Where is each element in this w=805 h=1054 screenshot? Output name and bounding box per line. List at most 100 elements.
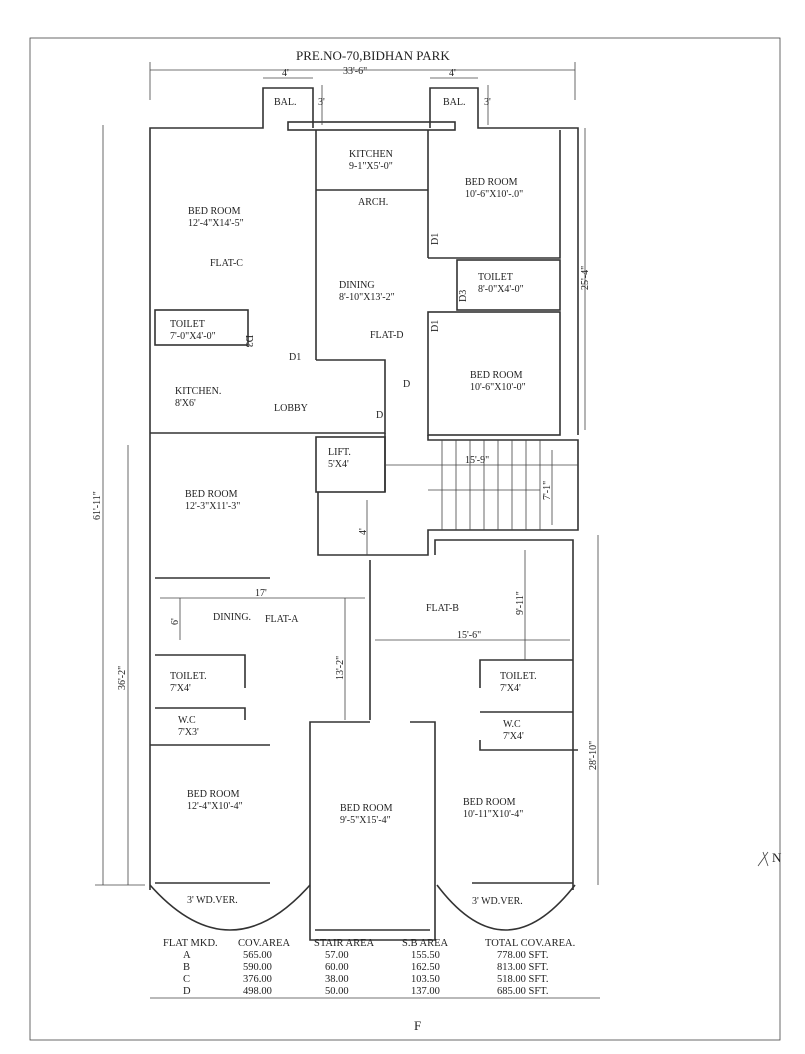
rooms-a-toilet-1-label: 7'X4' xyxy=(170,683,191,694)
rooms-d-bed2-1-label: 10'-6"X10'-0" xyxy=(470,382,526,393)
table-row: C 376.00 38.00 103.50 518.00 SFT. xyxy=(183,974,548,985)
table-row: D 498.00 50.00 137.00 685.00 SFT. xyxy=(183,986,548,997)
doors-d1-label: D1 xyxy=(430,233,441,245)
doors-d1-label: D1 xyxy=(289,352,301,363)
rooms-a-bed1-0-label: BED ROOM xyxy=(185,489,238,500)
rooms-b-toilet-0-label: TOILET. xyxy=(500,671,537,682)
dimension-lines xyxy=(95,62,599,886)
table-headers-1-label: COV.AREA xyxy=(238,938,290,949)
dim-bal-right: 4' xyxy=(449,68,456,79)
table-header: FLAT MKD. COV.AREA STAIR AREA S.B AREA T… xyxy=(163,938,575,949)
table-rows-2-1-label: 376.00 xyxy=(243,974,272,985)
doors-d-label: D xyxy=(403,379,410,390)
dim-stair-w: 7'-1" xyxy=(542,481,553,500)
dim-flat-a: 17' xyxy=(255,588,267,599)
rooms-d-bed2-0-label: BED ROOM xyxy=(470,370,523,381)
table-rows-1-3-label: 162.50 xyxy=(411,962,440,973)
rooms-b-wc-0-label: W.C xyxy=(503,719,521,730)
rooms-mid-bed-0-label: BED ROOM xyxy=(340,803,393,814)
rooms-a-ver-label: 3' WD.VER. xyxy=(187,895,238,906)
door-labels: D1 D1 D1 D3 D3 D D xyxy=(243,233,469,421)
dim-13: 13'-2" xyxy=(335,656,346,680)
rooms-a-bed1-1-label: 12'-3"X11'-3" xyxy=(185,501,240,512)
table-headers-0-label: FLAT MKD. xyxy=(163,938,218,949)
dim-passage: 4' xyxy=(358,528,369,535)
table-rows-3-3-label: 137.00 xyxy=(411,986,440,997)
dim-flat-b-h: 9'-11" xyxy=(515,591,526,615)
plan-title: PRE.NO-70,BIDHAN PARK xyxy=(296,48,450,63)
rooms-c-toilet-0-label: TOILET xyxy=(170,319,205,330)
rooms-d-dining-1-label: 8'-10"X13'-2" xyxy=(339,292,395,303)
rooms-a-bed2-0-label: BED ROOM xyxy=(187,789,240,800)
dim-right-upper: 25'-4" xyxy=(580,266,591,290)
rooms-bal-c-label: BAL. xyxy=(274,97,297,108)
dim-bal-depth-right: 3' xyxy=(484,97,491,108)
sheet-border xyxy=(29,37,781,1041)
rooms-c-kitchen-0-label: KITCHEN. xyxy=(175,386,221,397)
rooms-a-toilet-0-label: TOILET. xyxy=(170,671,207,682)
rooms-d-kitchen-1-label: 9-1"X5'-0" xyxy=(349,161,393,172)
rooms-c-bed-1-label: 12'-4"X14'-5" xyxy=(188,218,244,229)
handwritten-mark: F xyxy=(414,1018,421,1033)
rooms-d-flat-label: FLAT-D xyxy=(370,330,404,341)
rooms-a-wc-1-label: 7'X3' xyxy=(178,727,199,738)
table-rows-3-2-label: 50.00 xyxy=(325,986,349,997)
dim-stair: 15'-9" xyxy=(465,455,489,466)
rooms-c-kitchen-1-label: 8'X6' xyxy=(175,398,196,409)
table-rows-2-3-label: 103.50 xyxy=(411,974,440,985)
rooms-d-bed1-0-label: BED ROOM xyxy=(465,177,518,188)
rooms-mid-bed-1-label: 9'-5"X15'-4" xyxy=(340,815,391,826)
rooms-d-toilet-0-label: TOILET xyxy=(478,272,513,283)
north-arrow-label: N xyxy=(772,850,782,865)
table-headers-3-label: S.B AREA xyxy=(402,938,449,949)
rooms-a-flat-label: FLAT-A xyxy=(265,614,299,625)
walls xyxy=(149,87,579,941)
table-rows-1-4-label: 813.00 SFT. xyxy=(497,962,548,973)
table-rows-3-1-label: 498.00 xyxy=(243,986,272,997)
table-rows-0-2-label: 57.00 xyxy=(325,950,349,961)
doors-d-label: D xyxy=(376,410,383,421)
table-rows-0-0-label: A xyxy=(183,950,191,961)
rooms-d-bed1-1-label: 10'-6"X10'-.0" xyxy=(465,189,523,200)
north-arrow-icon xyxy=(757,851,769,867)
table-headers-2-label: STAIR AREA xyxy=(314,938,375,949)
rooms-a-dining-label: DINING. xyxy=(213,612,251,623)
dim-bal-depth-left: 3' xyxy=(318,97,325,108)
table-rows-1-1-label: 590.00 xyxy=(243,962,272,973)
rooms-c-bed-0-label: BED ROOM xyxy=(188,206,241,217)
area-table: FLAT MKD. COV.AREA STAIR AREA S.B AREA T… xyxy=(150,938,600,999)
rooms-lift-0-label: LIFT. xyxy=(328,447,351,458)
table-rows-3-4-label: 685.00 SFT. xyxy=(497,986,548,997)
table-rows-2-0-label: C xyxy=(183,974,190,985)
rooms-c-flat-label: FLAT-C xyxy=(210,258,243,269)
rooms-b-wc-1-label: 7'X4' xyxy=(503,731,524,742)
doors-d1-label: D1 xyxy=(430,320,441,332)
dim-front: 36'-2" xyxy=(117,666,128,690)
table-rows-0-4-label: 778.00 SFT. xyxy=(497,950,548,961)
rooms-lobby-label: LOBBY xyxy=(274,403,308,414)
table-rows-3-0-label: D xyxy=(183,986,191,997)
dim-width: 33'-6" xyxy=(343,66,367,77)
rooms-c-toilet-1-label: 7'-0"X4'-0" xyxy=(170,331,216,342)
rooms-d-kitchen-0-label: KITCHEN xyxy=(349,149,393,160)
rooms-d-toilet-1-label: 8'-0"X4'-0" xyxy=(478,284,524,295)
table-rows-2-4-label: 518.00 SFT. xyxy=(497,974,548,985)
rooms-bal-d-label: BAL. xyxy=(443,97,466,108)
rooms-arch-label: ARCH. xyxy=(358,197,388,208)
table-rows-0-1-label: 565.00 xyxy=(243,950,272,961)
rooms-b-ver-label: 3' WD.VER. xyxy=(472,896,523,907)
rooms-a-wc-0-label: W.C xyxy=(178,715,196,726)
table-rows-1-0-label: B xyxy=(183,962,190,973)
dim-6: 6' xyxy=(170,618,181,625)
doors-d3-label: D3 xyxy=(458,290,469,302)
rooms-b-bed-1-label: 10'-11"X10'-4" xyxy=(463,809,523,820)
rooms-b-toilet-1-label: 7'X4' xyxy=(500,683,521,694)
doors-d3-label: D3 xyxy=(243,335,254,347)
table-rows-2-2-label: 38.00 xyxy=(325,974,349,985)
rooms-b-flat-label: FLAT-B xyxy=(426,603,459,614)
rooms-d-dining-0-label: DINING xyxy=(339,280,375,291)
